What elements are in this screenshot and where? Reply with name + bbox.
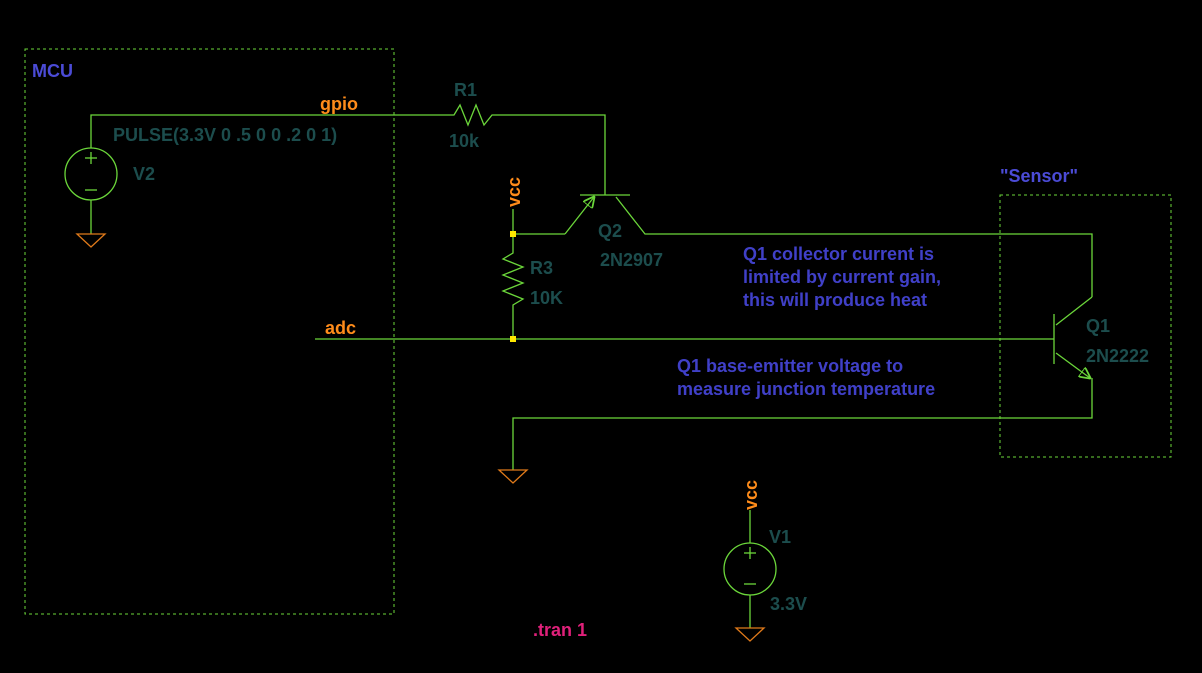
- collector-note-line-2: limited by current gain,: [743, 267, 941, 287]
- r1-name: R1: [454, 80, 477, 100]
- q1-model: 2N2222: [1086, 346, 1149, 366]
- v1-value: 3.3V: [770, 594, 807, 614]
- v2-value: PULSE(3.3V 0 .5 0 0 .2 0 1): [113, 125, 337, 145]
- r3-name: R3: [530, 258, 553, 278]
- q2-transistor[interactable]: [513, 194, 1093, 297]
- gpio-net-label: gpio: [320, 94, 358, 114]
- base-note-line-1: Q1 base-emitter voltage to: [677, 356, 903, 376]
- r1-resistor[interactable]: [440, 103, 606, 195]
- collector-note-line-1: Q1 collector current is: [743, 244, 934, 264]
- v1-name: V1: [769, 527, 791, 547]
- mcu-box: [24, 48, 395, 615]
- sensor-box-title: "Sensor": [1000, 166, 1078, 186]
- q1-transistor[interactable]: [512, 296, 1093, 470]
- q2-model: 2N2907: [600, 250, 663, 270]
- mcu-box-title: MCU: [32, 61, 73, 81]
- junction-dot: [510, 231, 516, 237]
- r3-resistor[interactable]: [501, 234, 525, 339]
- vcc-net-label-top: vcc: [504, 177, 524, 207]
- q2-name: Q2: [598, 221, 622, 241]
- v2-ground-icon: [75, 233, 107, 248]
- v1-source[interactable]: [723, 510, 777, 628]
- v2-name: V2: [133, 164, 155, 184]
- adc-net-label: adc: [325, 318, 356, 338]
- r3-value: 10K: [530, 288, 563, 308]
- tran-directive[interactable]: .tran 1: [533, 620, 587, 640]
- v1-ground-icon: [734, 627, 766, 642]
- q1-name: Q1: [1086, 316, 1110, 336]
- collector-note-line-3: this will produce heat: [743, 290, 927, 310]
- q1-ground-icon: [497, 469, 529, 484]
- base-note-line-2: measure junction temperature: [677, 379, 935, 399]
- vcc-net-label-bottom: vcc: [741, 480, 761, 510]
- v2-source[interactable]: [64, 114, 440, 234]
- sensor-box: [999, 194, 1172, 458]
- r1-value: 10k: [449, 131, 480, 151]
- junction-dot: [510, 336, 516, 342]
